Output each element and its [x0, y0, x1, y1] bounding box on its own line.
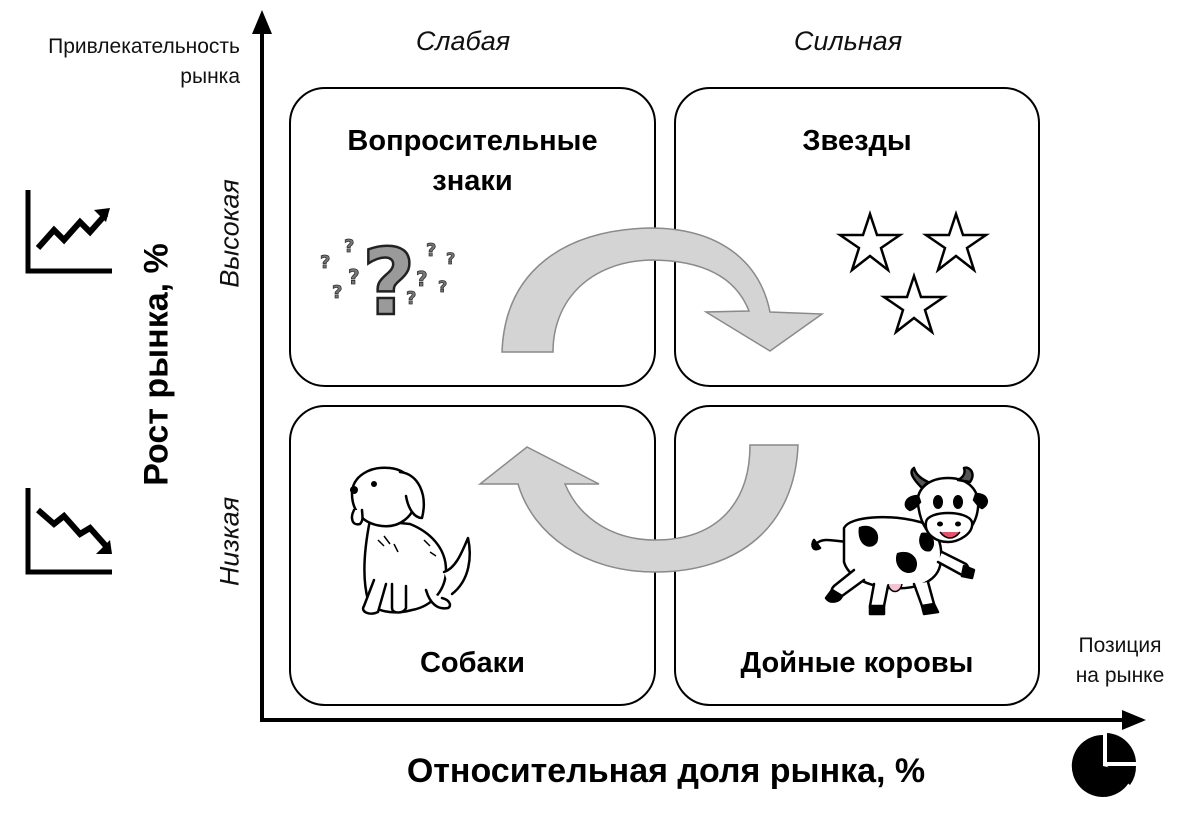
- svg-text:?: ?: [344, 236, 354, 257]
- market-position-label: Позиция на рынке: [1050, 631, 1190, 691]
- svg-text:?: ?: [426, 240, 436, 261]
- svg-text:?: ?: [348, 265, 360, 289]
- market-attractiveness-line1: Привлекательность: [48, 35, 240, 58]
- market-attractiveness-label: Привлекательность рынка: [0, 32, 240, 92]
- quadrant-dogs-title: Собаки: [419, 647, 526, 679]
- svg-text:?: ?: [446, 249, 455, 268]
- column-label-strong: Сильная: [793, 26, 903, 56]
- svg-text:?: ?: [320, 252, 330, 273]
- arrow-to-dogs: [477, 444, 799, 573]
- quadrant-question-marks-title: Вопросительные знаки: [291, 121, 654, 201]
- svg-text:?: ?: [438, 277, 447, 296]
- y-axis-arrowhead: [252, 10, 272, 34]
- quadrant-cash-cows-title: Дойные коровы: [740, 647, 974, 679]
- star-icon: [879, 272, 949, 336]
- svg-text:?: ?: [416, 267, 428, 291]
- dog-eye: [371, 481, 377, 487]
- x-axis-arrowhead: [1122, 710, 1146, 730]
- dog-icon: [350, 466, 471, 615]
- svg-text:?: ?: [362, 229, 415, 336]
- trend-up-icon: [25, 190, 112, 274]
- question-marks-title-line2: знаки: [432, 165, 513, 197]
- cow-icon: [811, 466, 989, 616]
- market-position-line1: Позиция: [1078, 634, 1162, 657]
- dog-nose: [350, 486, 358, 494]
- quadrant-question-marks: Вопросительные знаки: [289, 87, 656, 387]
- svg-text:?: ?: [406, 288, 416, 309]
- star-icon: [921, 210, 991, 274]
- quadrant-stars: Звезды: [674, 87, 1040, 387]
- market-attractiveness-line2: рынка: [180, 65, 240, 88]
- stars-group: [835, 210, 991, 336]
- question-marks-icon: ? ? ? ? ? ? ? ? ? ?: [320, 228, 456, 338]
- question-marks-title-line1: Вопросительные: [347, 125, 598, 157]
- svg-text:?: ?: [332, 282, 342, 303]
- arrow-to-stars: [501, 227, 825, 353]
- star-icon: [835, 210, 905, 274]
- trend-down-icon: [25, 488, 112, 575]
- quadrant-stars-title: Звезды: [802, 125, 912, 157]
- column-label-weak: Слабая: [415, 26, 511, 56]
- x-axis-title: Относительная доля рынка, %: [406, 752, 926, 790]
- pie-chart-icon: [1071, 733, 1137, 797]
- market-position-line2: на рынке: [1075, 664, 1165, 687]
